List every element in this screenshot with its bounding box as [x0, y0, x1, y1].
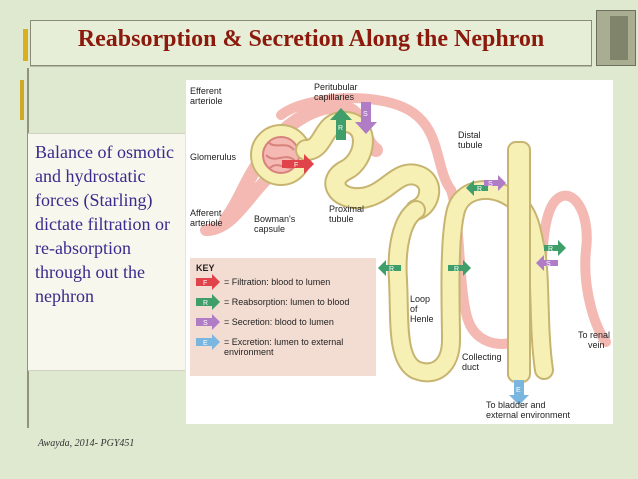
label-loop-of-henle: Loop of Henle	[410, 294, 434, 324]
svg-text:S: S	[546, 261, 551, 268]
svg-text:E: E	[203, 340, 208, 347]
svg-text:F: F	[294, 162, 298, 169]
svg-text:= Excretion: lumen to external: = Excretion: lumen to external	[224, 337, 343, 347]
duct-reabsorption-arrow: R	[544, 240, 566, 256]
side-text: Balance of osmotic and hydrostatic force…	[35, 142, 174, 306]
proximal-reabsorption-arrow: R	[330, 108, 352, 140]
proximal-secretion-arrow: S	[355, 102, 377, 134]
footer-credit: Awayda, 2014- PGY451	[38, 438, 135, 449]
nephron-svg: F R S R S	[190, 82, 613, 420]
afferent-vessel	[200, 174, 272, 236]
key-item-excretion: E = Excretion: lumen to external environ…	[196, 334, 343, 357]
svg-text:= Reabsorption: lumen to blood: = Reabsorption: lumen to blood	[224, 297, 349, 307]
svg-text:= Secretion: blood to lumen: = Secretion: blood to lumen	[224, 317, 334, 327]
svg-text:F: F	[203, 280, 207, 287]
corner-decoration-inner	[610, 16, 628, 60]
key-box: KEY F = Filtration: blood to lumen R = R…	[190, 258, 376, 376]
label-efferent-arteriole: Efferent arteriole	[190, 86, 224, 106]
svg-text:S: S	[488, 181, 493, 188]
diagram-labels: Efferent arteriole Peritubular capillari…	[190, 82, 613, 420]
nephron-diagram: F R S R S	[186, 80, 613, 424]
peritubular-vessel	[276, 93, 456, 195]
label-to-renal-vein: To renal vein	[578, 330, 613, 350]
distal-secretion-arrow: S	[484, 175, 506, 191]
label-peritubular-capillaries: Peritubular capillaries	[314, 82, 360, 102]
label-bowmans-capsule: Bowman's capsule	[254, 214, 298, 234]
key-item-secretion: S = Secretion: blood to lumen	[196, 314, 334, 330]
svg-text:environment: environment	[224, 347, 274, 357]
label-afferent-arteriole: Afferent arteriole	[190, 208, 224, 228]
label-distal-tubule: Distal tubule	[458, 130, 483, 150]
loop-reabsorption-arrow-right: R	[448, 260, 471, 276]
loop-reabsorption-arrow-left: R	[378, 260, 401, 276]
title-accent	[23, 29, 28, 61]
duct-secretion-arrow: S	[536, 255, 558, 271]
label-to-bladder: To bladder and external environment	[486, 400, 571, 420]
slide-title: Reabsorption & Secretion Along the Nephr…	[77, 26, 545, 52]
label-proximal-tubule: Proximal tubule	[329, 204, 367, 224]
filtration-arrow: F	[282, 154, 314, 174]
side-text-box: Balance of osmotic and hydrostatic force…	[28, 133, 185, 371]
svg-text:E: E	[516, 387, 521, 394]
excretion-arrow: E	[509, 380, 529, 405]
svg-text:R: R	[338, 125, 343, 132]
svg-text:R: R	[548, 246, 553, 253]
title-bar: Reabsorption & Secretion Along the Nephr…	[23, 20, 592, 66]
left-accent	[20, 80, 24, 120]
svg-text:= Filtration: blood to lumen: = Filtration: blood to lumen	[224, 277, 330, 287]
key-item-reabsorption: R = Reabsorption: lumen to blood	[196, 294, 349, 310]
process-arrows: F R S R S	[282, 102, 566, 405]
svg-text:S: S	[363, 111, 368, 118]
svg-text:R: R	[477, 186, 482, 193]
svg-text:S: S	[203, 320, 208, 327]
label-collecting-duct: Collecting duct	[462, 352, 504, 372]
key-title: KEY	[196, 263, 215, 273]
svg-text:R: R	[203, 300, 208, 307]
svg-text:R: R	[454, 266, 459, 273]
distal-reabsorption-arrow: R	[466, 180, 488, 196]
label-glomerulus: Glomerulus	[190, 152, 237, 162]
collecting-duct-shape	[507, 141, 531, 383]
key-item-filtration: F = Filtration: blood to lumen	[196, 274, 330, 290]
svg-text:R: R	[389, 266, 394, 273]
